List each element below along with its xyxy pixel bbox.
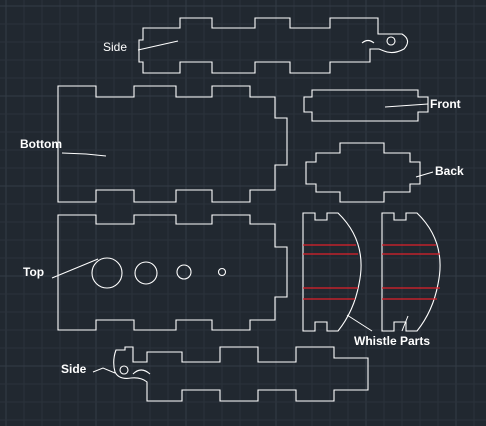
top-hole-tiny [217,267,227,277]
label-whistle-parts: Whistle Parts [354,334,430,348]
bottom-panel[interactable] [57,85,288,203]
leader-side-bottom [92,367,116,374]
top-hole-large [91,257,123,289]
top-hole-small [176,264,192,280]
side-bottom-hole [119,365,129,375]
label-bottom: Bottom [20,137,62,151]
top-panel[interactable] [57,214,288,331]
label-top: Top [23,265,44,279]
label-side-bottom: Side [61,362,87,376]
back-panel[interactable] [305,142,421,203]
leader-bottom [61,152,107,157]
side-top-hole [386,36,396,46]
whistle-part-right[interactable] [381,212,441,332]
leader-whistle-left [346,314,373,332]
front-panel[interactable] [303,89,429,122]
label-front: Front [430,97,461,111]
top-hole-medium [134,261,158,285]
label-side-top: Side [103,40,127,54]
whistle-part-left[interactable] [302,212,362,332]
side-panel-bottom[interactable] [113,346,369,402]
leader-front [384,103,429,108]
leader-top [51,258,99,279]
side-top-notch [361,39,375,44]
label-back: Back [435,164,464,178]
leader-whistle-right [401,315,409,332]
side-bottom-notch [132,369,151,375]
side-panel-top[interactable] [138,17,409,74]
leader-back [415,171,434,178]
leader-side-top [137,40,179,51]
